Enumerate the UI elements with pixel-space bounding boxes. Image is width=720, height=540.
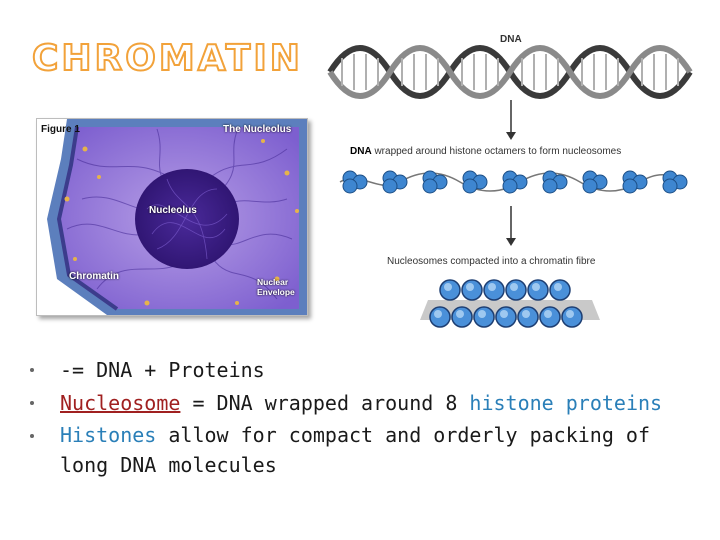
bullet-item: -= DNA + Proteins xyxy=(30,354,710,387)
slide-title: CHROMATIN xyxy=(31,37,303,80)
envelope-label-2: Envelope xyxy=(257,287,295,297)
chromatin-fibre xyxy=(420,279,600,328)
nucleosome-step-rest: wrapped around histone octamers to form … xyxy=(371,146,622,157)
nucleolus-label: Nucleolus xyxy=(149,205,197,216)
bullet-item: Nucleosome = DNA wrapped around 8 histon… xyxy=(30,387,710,420)
nucleosome-term-link[interactable]: Nucleosome xyxy=(60,391,181,415)
ribosome-dots xyxy=(64,139,299,306)
bullet-text: allow for compact and orderly packing of… xyxy=(60,423,651,477)
bullet-icon xyxy=(30,368,34,372)
histones-term: Histones xyxy=(60,423,157,447)
chromatin-label: Chromatin xyxy=(69,271,119,282)
dna-double-helix xyxy=(327,45,693,99)
arrow-down-icon xyxy=(506,206,516,246)
fibre-step-label: Nucleosomes compacted into a chromatin f… xyxy=(387,256,596,267)
arrow-down-icon xyxy=(506,100,516,140)
bullet-item: Histones allow for compact and orderly p… xyxy=(30,420,710,480)
nucleosome-step-bold: DNA xyxy=(350,146,372,157)
nucleolus-title-label: The Nucleolus xyxy=(223,124,292,135)
nucleolus-illustration xyxy=(37,119,307,315)
dna-label: DNA xyxy=(500,34,522,45)
chromatin-diagram: DNA DNA wrapped around histone octamers … xyxy=(320,30,710,330)
bullet-text: = DNA wrapped around 8 xyxy=(180,391,470,415)
envelope-label-1: Nuclear xyxy=(257,277,289,287)
figure-number-label: Figure 1 xyxy=(41,124,80,135)
bullet-text: -= DNA + Proteins xyxy=(60,358,265,382)
nucleosome-step-label: DNA wrapped around histone octamers to f… xyxy=(350,146,621,157)
nucleosome-string xyxy=(339,170,688,194)
bullet-icon xyxy=(30,401,34,405)
bullet-icon xyxy=(30,434,34,438)
nucleolus-figure: Figure 1 The Nucleolus Nucleolus Chromat… xyxy=(36,118,308,316)
histone-proteins-term: histone proteins xyxy=(469,391,663,415)
bullet-list: -= DNA + Proteins Nucleosome = DNA wrapp… xyxy=(30,354,710,480)
